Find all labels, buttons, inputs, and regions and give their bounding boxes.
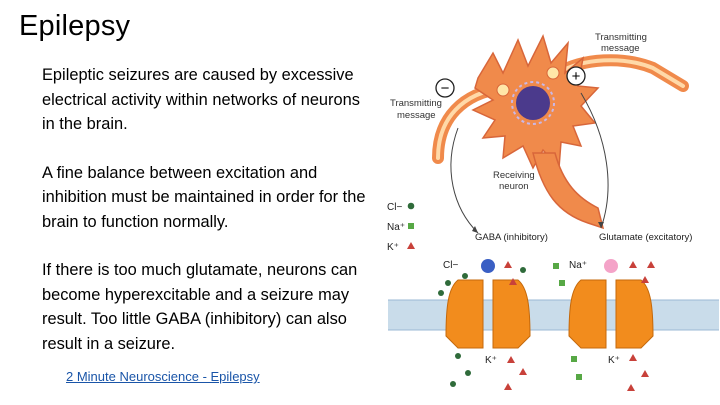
right-synapse <box>546 66 560 80</box>
legend-na-label: Na⁺ <box>387 222 405 233</box>
receiving-neuron <box>471 33 605 230</box>
glutamate-label: Glutamate (excitatory) <box>599 232 692 243</box>
gaba-top-ion-label: Cl− <box>443 260 458 271</box>
label-transmitting-left-2: message <box>397 110 436 121</box>
plus-sign-icon <box>566 66 586 86</box>
glutamate-top-ion-label: Na⁺ <box>569 260 587 271</box>
glutamate-bottom-ion-label: K⁺ <box>608 355 620 366</box>
gaba-arrow <box>450 127 479 234</box>
legend-k-icon <box>407 242 415 249</box>
paragraph-balance: A fine balance between excitation and in… <box>42 163 366 231</box>
gaba-label: GABA (inhibitory) <box>475 232 548 243</box>
glutamate-arrow <box>580 92 609 229</box>
plus-sign-text: + <box>572 68 581 85</box>
legend-k-label: K⁺ <box>387 242 399 253</box>
left-synapse <box>496 83 510 97</box>
neuroscience-video-link[interactable]: 2 Minute Neuroscience - Epilepsy <box>66 369 260 384</box>
legend-cl-label: Cl− <box>387 202 402 213</box>
right-axon-core <box>556 58 685 88</box>
ion-legend: Cl− Na⁺ K⁺ <box>387 202 415 253</box>
paragraph-glutamate-gaba: If there is too much glutamate, neurons … <box>42 261 358 353</box>
label-receiving-1: Receiving <box>493 170 535 181</box>
glutamate-channel <box>568 259 654 349</box>
glutamate-ball <box>604 259 618 273</box>
paragraph-seizure-cause: Epileptic seizures are caused by excessi… <box>42 66 360 133</box>
cell-membrane <box>388 300 719 330</box>
intracellular-ions <box>450 353 649 391</box>
gaba-channel <box>445 259 531 349</box>
neuron-synapse-figure: − + Transmitting message Transmitting me… <box>387 32 719 391</box>
extracellular-ions <box>438 261 655 296</box>
legend-na-icon <box>408 223 414 229</box>
label-transmitting-top-1: Transmitting <box>595 32 647 43</box>
legend-cl-icon <box>407 202 415 210</box>
slide-body: Epileptic seizures are caused by excessi… <box>42 63 372 380</box>
minus-sign-text: − <box>441 80 450 97</box>
minus-sign-icon <box>435 78 455 98</box>
nucleus <box>516 86 550 120</box>
label-transmitting-top-2: message <box>601 43 640 54</box>
label-receiving-2: neuron <box>499 181 529 192</box>
slide-title: Epilepsy <box>19 10 131 42</box>
gaba-ball <box>481 259 495 273</box>
gaba-bottom-ion-label: K⁺ <box>485 355 497 366</box>
label-transmitting-left-1: Transmitting <box>390 98 442 109</box>
